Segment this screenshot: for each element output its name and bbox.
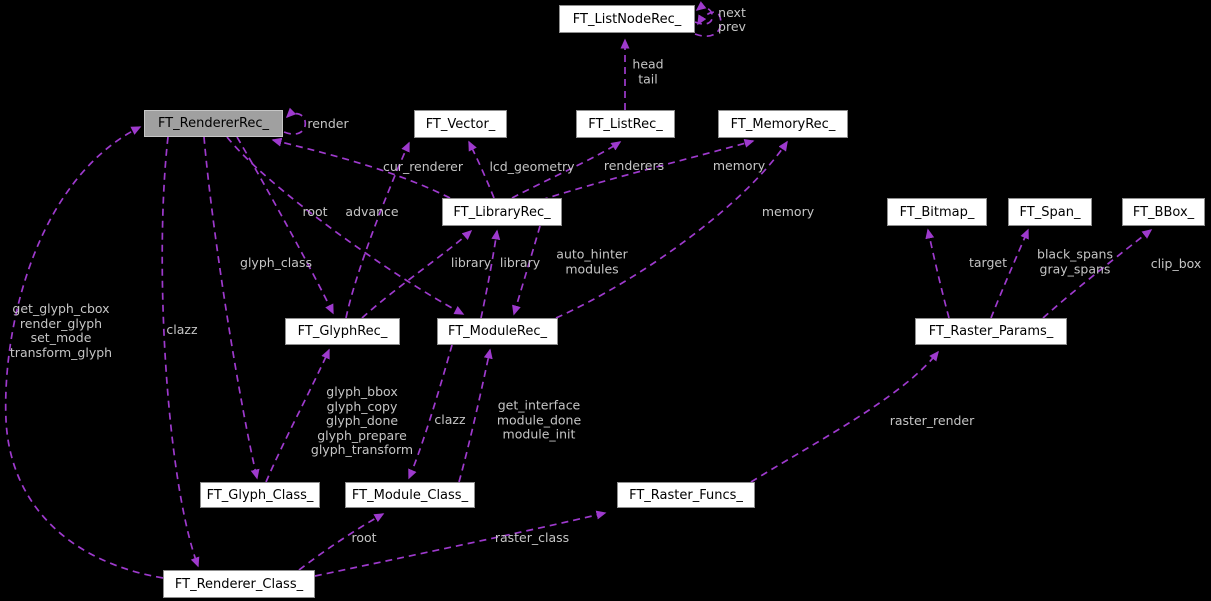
edge-prev-loop [694,11,722,37]
node-ft-bbox[interactable]: FT_BBox_ [1122,198,1205,226]
edge-render-loop [283,107,307,135]
edge-glyph-class [203,136,260,480]
edge-root-renderer [226,136,465,315]
edge-memory-module [555,140,788,319]
edge-root-class [298,513,385,571]
edge-clazz-module [408,344,453,480]
edge-glyph-bbox [265,348,330,483]
edge-target [925,228,950,319]
edge-renderers [511,141,622,199]
node-ft-listrec[interactable]: FT_ListRec_ [576,110,675,138]
node-ft-memoryrec[interactable]: FT_MemoryRec_ [718,110,848,138]
node-ft-bitmap[interactable]: FT_Bitmap_ [887,198,987,226]
edge-library-module [480,229,501,319]
edge-library-glyph [361,229,473,319]
node-ft-rendererrec[interactable]: FT_RendererRec_ [144,110,283,137]
edge-black-spans [990,228,1029,319]
node-ft-raster-funcs[interactable]: FT_Raster_Funcs_ [617,482,755,508]
node-ft-vector[interactable]: FT_Vector_ [414,110,507,138]
node-ft-glyphrec[interactable]: FT_GlyphRec_ [285,318,400,345]
edge-raster-render [750,350,939,483]
edge-lcd-geometry [468,140,495,199]
node-ft-glyph-class[interactable]: FT_Glyph_Class_ [200,482,320,508]
edge-next-loop [694,1,714,25]
node-ft-listnoderec[interactable]: FT_ListNodeRec_ [559,5,695,33]
edge-renderer-glyphrec [236,136,334,315]
edge-clip-box [1042,229,1153,319]
edge-raster-class [314,510,607,577]
node-ft-span[interactable]: FT_Span_ [1008,198,1092,226]
edge-cur-renderer [271,137,451,199]
node-ft-modulerec[interactable]: FT_ModuleRec_ [437,318,558,345]
edge-modules [512,225,541,316]
edge-render-glyph-funcs [4,126,164,579]
node-ft-module-class[interactable]: FT_Module_Class_ [345,482,475,508]
node-ft-raster-params[interactable]: FT_Raster_Params_ [915,318,1067,345]
edge-memory-library [540,138,755,201]
node-ft-renderer-class[interactable]: FT_Renderer_Class_ [163,570,315,598]
node-ft-libraryrec[interactable]: FT_LibraryRec_ [442,198,562,226]
edge-clazz-renderer [161,136,200,568]
edge-get-interface [458,348,493,483]
